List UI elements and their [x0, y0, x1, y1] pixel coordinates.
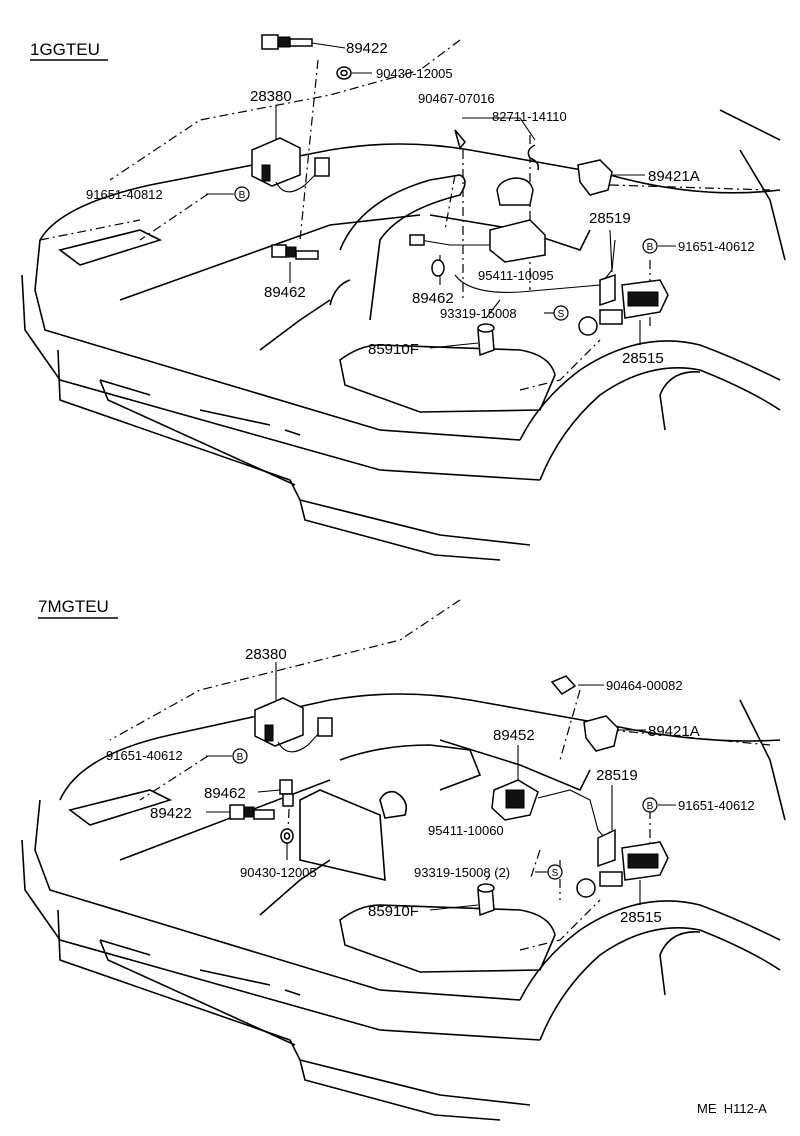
part-89462-switch-left-top [271, 244, 319, 283]
label-89422: 89422 [346, 40, 388, 57]
label-85910f: 85910F [368, 903, 419, 920]
part-28519-bracket-top [454, 229, 616, 307]
label-28380: 28380 [245, 646, 287, 663]
label-28515: 28515 [622, 350, 664, 367]
bolt-symbol-bottom-right: B [642, 797, 658, 813]
screw-symbol-text: S [552, 868, 559, 879]
car-body-outline-bottom [21, 693, 786, 1121]
part-89462-switch-bottom [257, 779, 294, 807]
label-89462-right: 89462 [412, 290, 454, 307]
label-90430-12005: 90430-12005 [240, 865, 317, 880]
section-7mgteu: 7MGTEU [21, 597, 786, 1121]
bolt-symbol-text: B [239, 190, 246, 201]
part-28515-vsv-bottom [576, 841, 669, 905]
label-91651-40612-left: 91651-40612 [106, 748, 183, 763]
part-engine-module-top [409, 177, 546, 285]
diagram-reference-code: ME H112-A [697, 1101, 767, 1116]
label-28519: 28519 [596, 767, 638, 784]
part-82711-clip-top [454, 117, 540, 171]
screw-symbol-text: S [558, 309, 565, 320]
bolt-symbol-text: B [647, 801, 654, 812]
label-28515: 28515 [620, 909, 662, 926]
label-91651-40612: 91651-40612 [678, 239, 755, 254]
label-90467-07016: 90467-07016 [418, 91, 495, 106]
part-90430-gasket-bottom [280, 828, 294, 860]
bolt-symbol-top-right: B [642, 238, 658, 254]
label-89421a: 89421A [648, 723, 700, 740]
label-82711-14110: 82711-14110 [492, 109, 567, 124]
label-90430-12005: 90430-12005 [376, 66, 453, 81]
label-95411-10095: 95411-10095 [478, 268, 554, 283]
part-89421a-sensor-bottom [583, 715, 646, 752]
car-body-outline-top [21, 109, 786, 561]
label-91651-40612-right: 91651-40612 [678, 798, 755, 813]
label-91651-40812: 91651-40812 [86, 187, 163, 202]
label-89452: 89452 [493, 727, 535, 744]
label-85910f: 85910F [368, 341, 419, 358]
part-90464-clip-bottom [550, 675, 604, 695]
leader-dashlines-top [39, 39, 771, 391]
label-95411-10060: 95411-10060 [428, 823, 504, 838]
label-28380: 28380 [250, 88, 292, 105]
screw-symbol-bottom: S [547, 864, 563, 880]
part-89452-sensor-bottom [491, 745, 606, 839]
label-89422: 89422 [150, 805, 192, 822]
label-93319-15008: 93319-15008 (2) [414, 865, 510, 880]
part-28515-vsv-top [578, 279, 669, 345]
part-28519-bracket-bottom [597, 785, 616, 868]
bolt-symbol-bottom-left: B [232, 748, 248, 764]
part-28380-relay-bottom [254, 662, 333, 753]
label-89462-left: 89462 [264, 284, 306, 301]
section-title-7mgteu: 7MGTEU [38, 597, 109, 616]
part-85910f-sensor-top [429, 299, 501, 357]
part-89422-sensor-top [261, 34, 346, 50]
bolt-symbol-top-left: B [234, 186, 250, 202]
screw-symbol-top: S [553, 305, 569, 321]
bolt-symbol-text: B [647, 242, 654, 253]
label-90464-00082: 90464-00082 [606, 678, 683, 693]
part-28380-relay-top [251, 105, 330, 193]
part-89421a-sensor-top [577, 159, 645, 196]
label-93319-15008: 93319-15008 [440, 306, 517, 321]
part-90430-gasket-top [336, 66, 372, 80]
section-title-1ggteu: 1GGTEU [30, 40, 100, 59]
leader-dashlines-bottom [109, 599, 771, 951]
part-85910f-sensor-bottom [429, 875, 495, 917]
section-1ggteu: 1GGTEU [21, 34, 786, 561]
bolt-symbol-text: B [237, 752, 244, 763]
label-89462: 89462 [204, 785, 246, 802]
label-28519: 28519 [589, 210, 631, 227]
label-89421a: 89421A [648, 168, 700, 185]
part-89422-sensor-bottom [206, 804, 275, 820]
